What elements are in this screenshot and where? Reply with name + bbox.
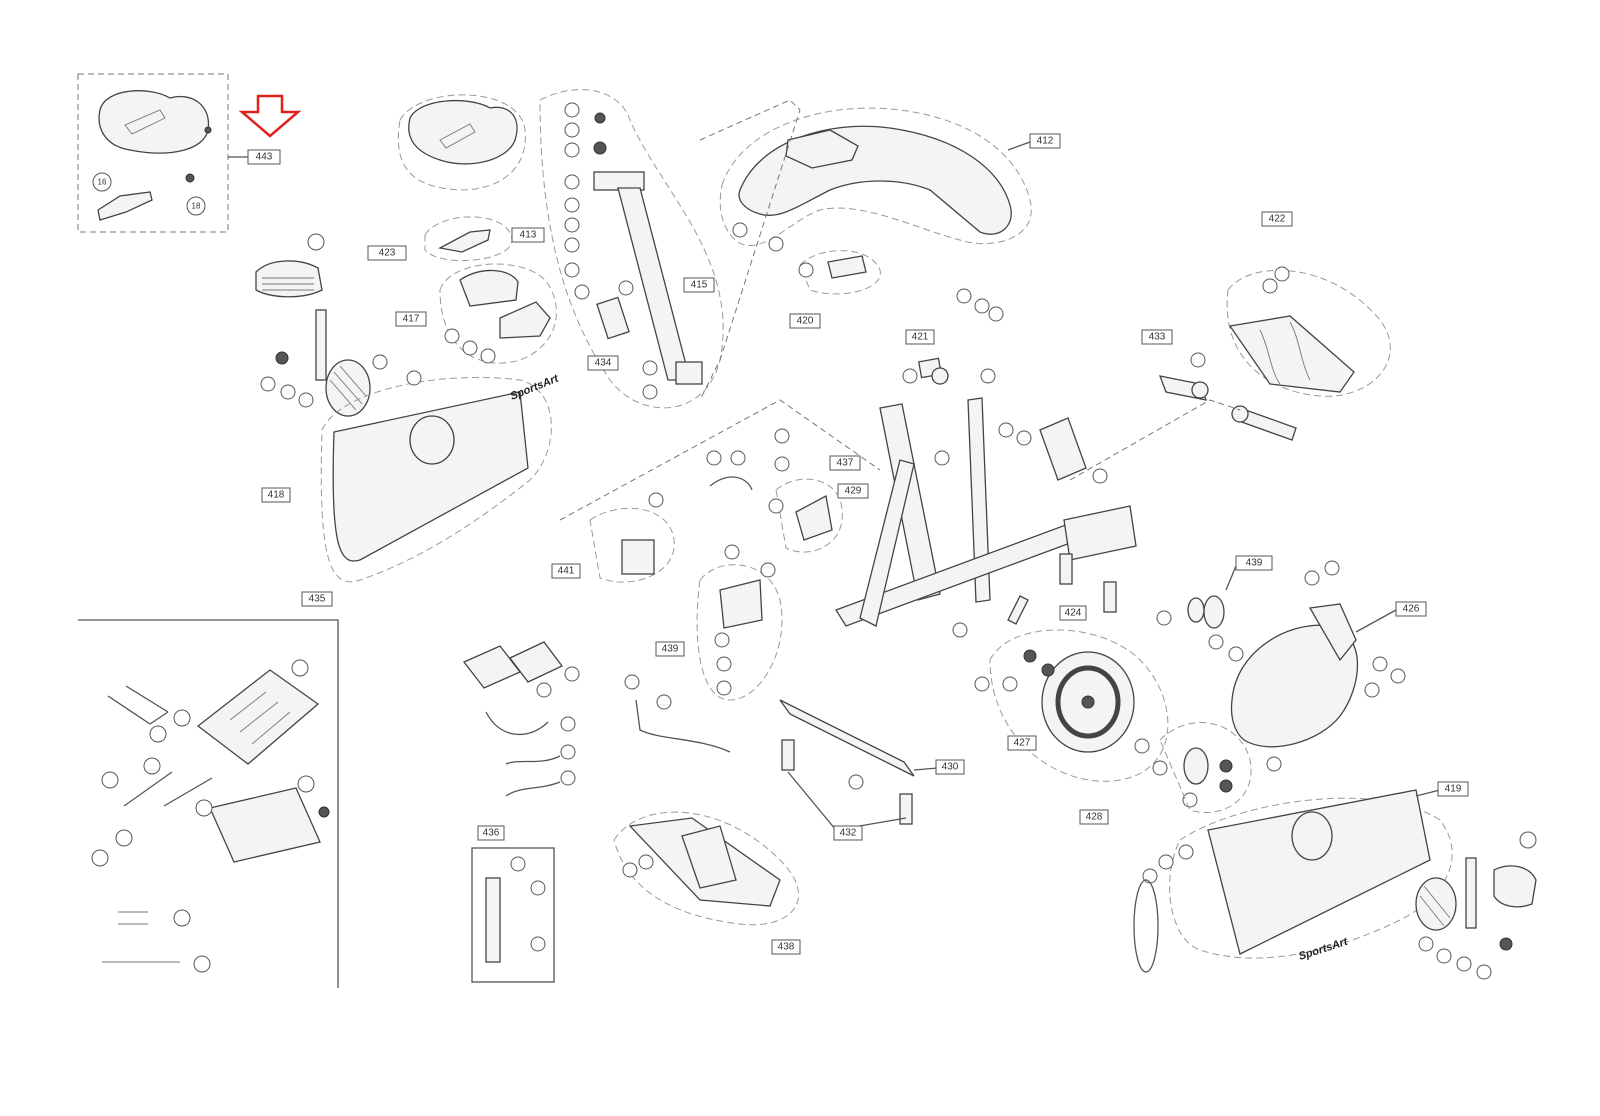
label-415: 415 (683, 277, 715, 293)
right-top-shroud (1226, 266, 1391, 397)
tool-kit-panel (78, 619, 339, 988)
handlebar-cover (719, 107, 1032, 252)
label-430: 430 (935, 759, 965, 775)
console-bracket (798, 250, 881, 295)
svg-text:SportsArt: SportsArt (509, 372, 562, 403)
red-down-arrow-icon (238, 94, 302, 138)
label-441: 441 (551, 563, 581, 579)
svg-text:419: 419 (1445, 784, 1462, 795)
svg-text:434: 434 (595, 358, 612, 369)
crank-bearing-assembly (1156, 565, 1244, 662)
svg-text:424: 424 (1065, 608, 1082, 619)
svg-text:441: 441 (558, 566, 575, 577)
seat-post-assembly (539, 89, 724, 409)
label-428: 428 (1079, 809, 1109, 825)
svg-text:439: 439 (1246, 558, 1263, 569)
svg-text:428: 428 (1086, 812, 1103, 823)
svg-text:418: 418 (268, 490, 285, 501)
drive-pulley (1159, 722, 1252, 814)
main-frame (835, 288, 1137, 627)
svg-text:427: 427 (1014, 738, 1031, 749)
drive-belt (1133, 879, 1159, 973)
label-413: 413 (511, 227, 545, 243)
svg-text:430: 430 (942, 762, 959, 773)
label-436: 436 (477, 825, 505, 841)
svg-text:435: 435 (309, 594, 326, 605)
svg-text:SportsArt: SportsArt (1297, 935, 1350, 963)
label-427: 427 (1007, 735, 1037, 751)
label-439b: 439 (1235, 555, 1273, 571)
label-443: 443 (247, 149, 281, 165)
svg-text:436: 436 (483, 828, 500, 839)
spring (1007, 595, 1029, 625)
right-side-cover: SportsArt (1142, 789, 1453, 963)
label-426: 426 (1395, 601, 1427, 617)
svg-text:437: 437 (837, 458, 854, 469)
svg-text:417: 417 (403, 314, 420, 325)
crank-axle (1069, 352, 1297, 481)
svg-text:422: 422 (1269, 214, 1286, 225)
svg-text:423: 423 (379, 248, 396, 259)
label-417: 417 (395, 311, 427, 327)
bracket-group-439 (696, 544, 783, 701)
label-418: 418 (261, 487, 291, 503)
svg-text:433: 433 (1149, 332, 1166, 343)
bracket-440 (706, 428, 843, 553)
label-433: 433 (1141, 329, 1173, 345)
svg-text:413: 413 (520, 230, 537, 241)
leveler-424 (1059, 553, 1117, 613)
label-437: 437 (829, 455, 861, 471)
svg-text:443: 443 (256, 152, 273, 163)
svg-text:439: 439 (662, 644, 679, 655)
label-421: 421 (905, 329, 935, 345)
label-419: 419 (1437, 781, 1469, 797)
svg-text:429: 429 (845, 486, 862, 497)
label-438: 438 (771, 939, 801, 955)
svg-text:421: 421 (912, 332, 929, 343)
label-424: 424 (1059, 605, 1087, 621)
belt-guard-426 (1230, 560, 1406, 772)
label-412: 412 (1029, 133, 1061, 149)
front-stabilizer (779, 699, 939, 831)
belt-box-436 (471, 847, 555, 983)
svg-text:412: 412 (1037, 136, 1054, 147)
svg-text:420: 420 (797, 316, 814, 327)
svg-text:426: 426 (1403, 604, 1420, 615)
svg-text:415: 415 (691, 280, 708, 291)
svg-text:16: 16 (98, 178, 107, 187)
power-cable (624, 674, 731, 753)
label-434: 434 (587, 355, 619, 371)
front-shroud-438 (613, 811, 799, 926)
svg-text:432: 432 (840, 828, 857, 839)
foot-pads-and-cables (462, 641, 580, 797)
seat-assembly (397, 94, 526, 262)
seat-inset: 16 18 (77, 73, 248, 233)
label-432: 432 (833, 825, 863, 841)
right-pedal-assembly (1415, 831, 1537, 980)
label-429: 429 (837, 483, 869, 499)
label-439: 439 (655, 641, 685, 657)
flywheel-assembly (952, 622, 1198, 808)
svg-text:438: 438 (778, 942, 795, 953)
label-423: 423 (367, 245, 407, 261)
rear-shroud-417 (439, 263, 557, 364)
label-435: 435 (301, 591, 333, 607)
label-422: 422 (1261, 211, 1293, 227)
sensor-bracket-441 (589, 492, 675, 583)
label-420: 420 (789, 313, 821, 329)
left-pedal-assembly (255, 233, 388, 417)
svg-text:18: 18 (192, 202, 201, 211)
